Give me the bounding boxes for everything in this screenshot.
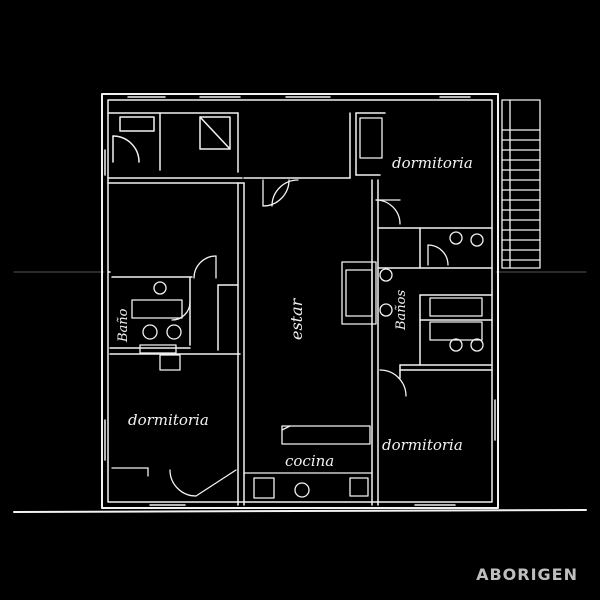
windows	[104, 96, 496, 506]
interior-walls	[107, 112, 493, 506]
kitchen-counter	[243, 425, 373, 499]
bathroom-fixtures-right	[341, 231, 484, 352]
room-label-cocina: cocina	[285, 452, 334, 470]
doors	[169, 179, 449, 497]
outer-walls	[101, 93, 499, 509]
room-label-bano-left: Baño	[116, 308, 131, 343]
room-label-estar: estar	[287, 297, 306, 340]
room-label-banos-right: Baños	[394, 289, 409, 331]
room-label-dormitorio-top-right: dormitoria	[392, 154, 473, 172]
top-left-rooms	[107, 112, 245, 184]
closets	[111, 117, 383, 477]
stairs	[501, 99, 541, 269]
ground-line	[13, 509, 587, 513]
room-label-dormitorio-bottom-left: dormitoria	[128, 411, 209, 429]
brand-watermark: ABORIGEN	[476, 565, 578, 584]
bathroom-fixtures-left	[131, 281, 183, 371]
room-label-dormitorio-bottom-right: dormitoria	[382, 436, 463, 454]
